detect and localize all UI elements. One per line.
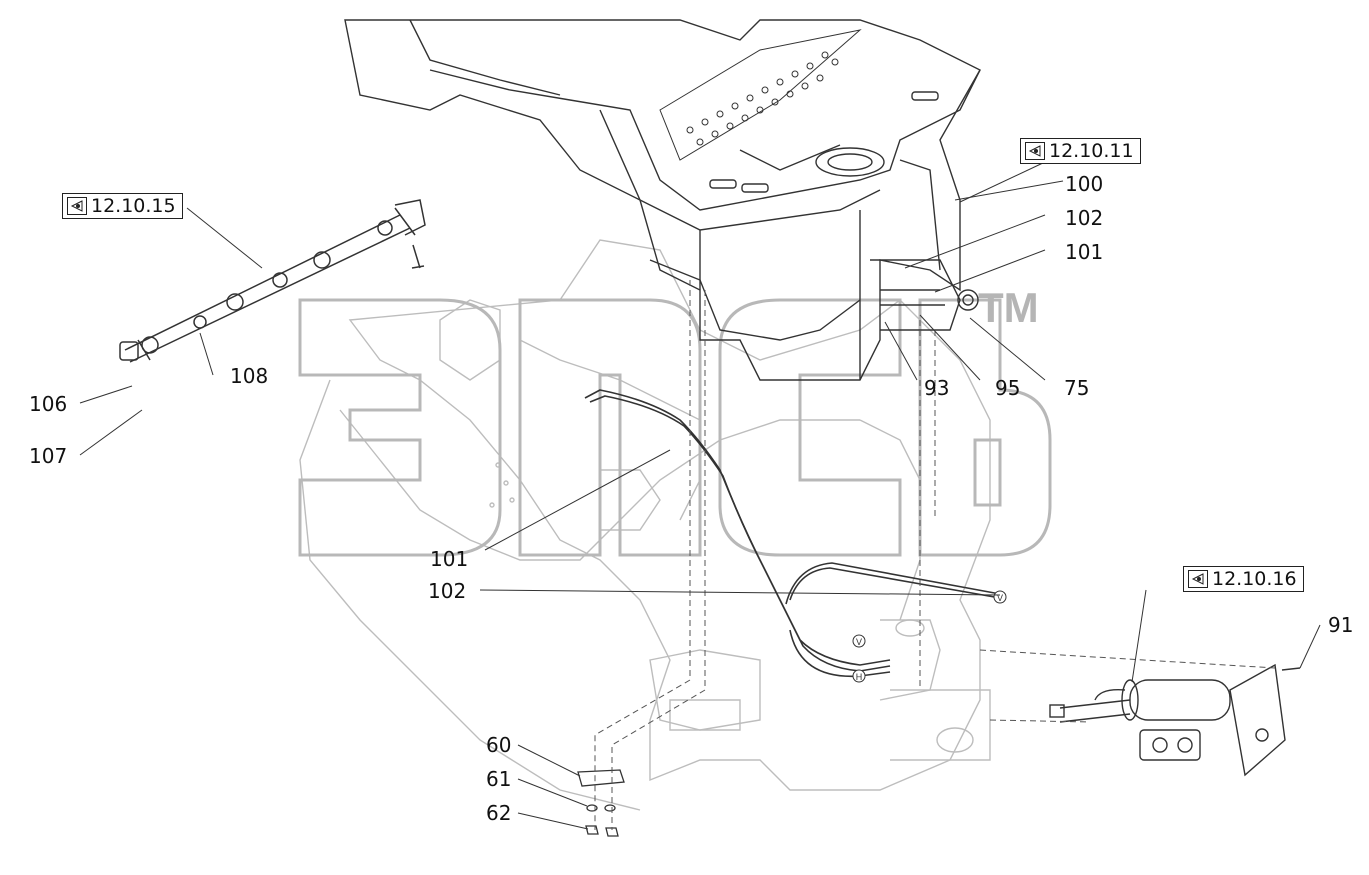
watermark-logo: [298, 298, 1052, 557]
watermark-tm: TM: [978, 284, 1039, 331]
callout-107: 107: [29, 444, 68, 468]
callout-75: 75: [1064, 376, 1090, 400]
leader-lines: [79, 161, 1321, 830]
reference-box-12-10-15: 12.10.15: [62, 193, 183, 219]
callout-101-mid: 101: [430, 547, 469, 571]
fuel-lines: [584, 389, 1001, 678]
view-arrow-icon: [67, 197, 87, 215]
reference-box-12-10-11: 12.10.11: [1020, 138, 1141, 164]
hose-marker-h: H: [856, 672, 863, 682]
callout-108: 108: [230, 364, 269, 388]
callout-102-top: 102: [1065, 206, 1104, 230]
callout-91: 91: [1328, 613, 1354, 637]
reference-label: 12.10.15: [91, 194, 176, 217]
view-arrow-icon: [1025, 142, 1045, 160]
callout-93: 93: [924, 376, 950, 400]
assembly-lines: [594, 280, 1276, 830]
hose-marker-v1: V: [856, 637, 862, 647]
callout-62: 62: [486, 801, 512, 825]
view-arrow-icon: [1188, 570, 1208, 588]
callout-101-top: 101: [1065, 240, 1104, 264]
callout-102-mid: 102: [428, 579, 467, 603]
hose-marker-v2: V: [997, 593, 1003, 603]
hardware-plate: [577, 769, 625, 837]
reference-label: 12.10.16: [1212, 567, 1297, 590]
callout-95: 95: [995, 376, 1021, 400]
hose-markers: V V H: [852, 590, 1007, 683]
reference-box-12-10-16: 12.10.16: [1183, 566, 1304, 592]
callout-61: 61: [486, 767, 512, 791]
reference-label: 12.10.11: [1049, 139, 1134, 162]
callout-60: 60: [486, 733, 512, 757]
callout-100: 100: [1065, 172, 1104, 196]
fuel-tank-platform: [344, 19, 981, 381]
callout-106: 106: [29, 392, 68, 416]
fuel-filter-assembly: [1049, 663, 1301, 777]
step-plate: [659, 29, 862, 161]
fuel-rail-assembly: [119, 199, 426, 363]
